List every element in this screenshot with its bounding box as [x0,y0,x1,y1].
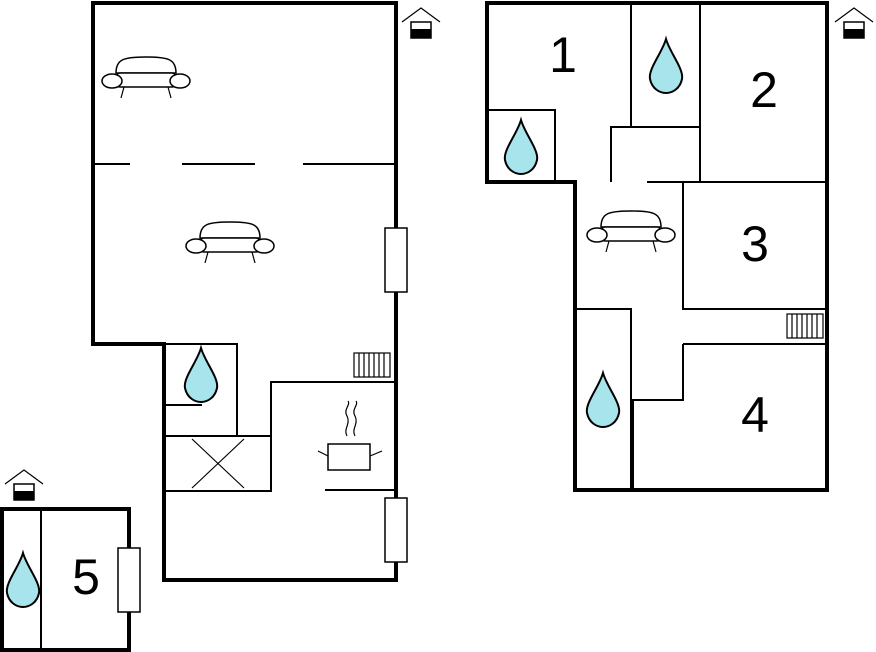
bath-small-wall [489,109,556,180]
room-number-3: 3 [741,216,769,272]
stairwell [163,435,272,492]
bedroom-outer-wall [485,1,829,492]
cooking-pot-icon [317,400,383,471]
room-number-4: 4 [741,387,769,443]
house-entrance-icon [4,469,44,501]
radiator-icon [786,313,824,339]
building-main [91,1,441,582]
water-drop-icon [585,372,621,428]
room1-wall [610,5,632,182]
building-bedrooms: 1 2 3 4 [485,1,874,492]
room-number-5: 5 [72,549,100,605]
kitchen-wall [270,381,394,436]
window-icon [117,547,141,613]
water-drop-icon [648,38,684,94]
stair-void-cross-icon [191,438,245,489]
water-drop-icon [183,347,219,403]
house-entrance-icon [834,7,874,39]
building-annex: 5 [0,469,141,652]
house-entrance-icon [401,7,441,39]
window-icon [384,497,408,563]
main-outer-wall [91,1,398,582]
sofa-icon [586,210,676,253]
room4-corridor-wall [632,344,684,488]
room-number-2: 2 [750,62,778,118]
water-drop-icon [503,119,539,175]
sofa-icon [185,221,275,264]
sofa-icon [101,56,191,99]
lower-bath-wall [577,308,632,488]
room3-wall [682,182,825,310]
window-icon [384,227,408,293]
annex-outer-wall [0,507,131,652]
bathroom-wall [164,343,238,436]
radiator-icon [353,352,391,378]
water-drop-icon [5,552,41,608]
room-number-1: 1 [549,27,577,83]
